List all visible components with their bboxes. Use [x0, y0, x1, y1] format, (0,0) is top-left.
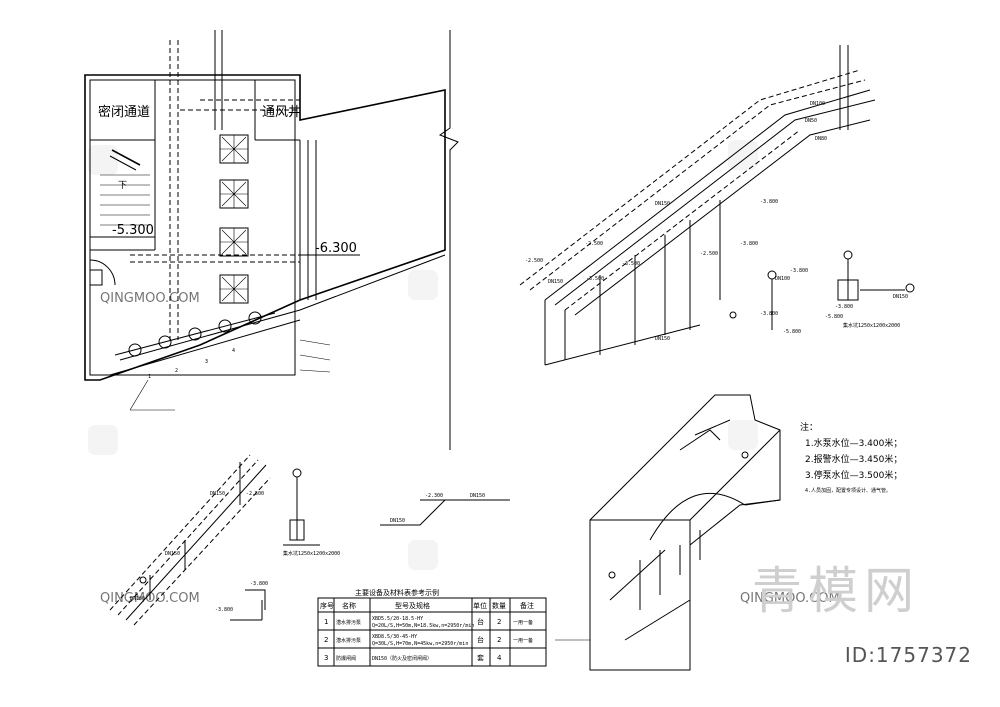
iso-upper-label-7: DN100	[775, 276, 790, 282]
table-row-2-spec2: Q=30L/S,H=70m,N=45kw,n=2950r/min	[372, 641, 468, 647]
table-row-2-qty: 2	[497, 636, 501, 644]
table-title: 主要设备及材料表参考示例	[355, 588, 439, 597]
table-row-1-spec2: Q=20L/S,H=50m,N=18.5kw,n=2950r/min	[372, 623, 474, 629]
plan-mark-2: 2	[175, 368, 178, 374]
iso-upper-elev-10: -3.800	[760, 311, 778, 317]
iso-upper-label-5: DN150	[655, 201, 670, 207]
iso-ll-label-1: DN150	[165, 551, 180, 557]
iso-upper-label-8: DN150	[893, 294, 908, 300]
design-notes: 注： 1.水泵水位—3.400米； 2.报警水位—3.450米； 3.停泵水位—…	[800, 421, 902, 494]
watermark-layer: QINGMOO.COM QINGMOO.COM QINGMOO.COM	[88, 140, 840, 606]
iso-ll-elev-3: -3.800	[215, 607, 233, 613]
th-qty: 数量	[492, 601, 506, 610]
plan-mark-3: 3	[205, 359, 208, 365]
watermark-brand: 青模网	[752, 562, 920, 620]
isometric-upper: DN150 DN100 DN50 DN80 DN150 DN150 DN100 …	[519, 45, 915, 366]
room-label-vent-shaft: 通风井	[262, 105, 301, 120]
th-spec: 型号及规格	[395, 601, 430, 610]
iso-mid-label-1: DN150	[390, 518, 405, 524]
table-row-1-remark: 一用一备	[513, 619, 533, 626]
sump-pit-isometric	[555, 394, 781, 671]
table-row-3-unit: 套	[477, 653, 484, 662]
iso-upper-elev-3: -2.500	[525, 258, 543, 264]
elevation-right: -6.300	[315, 241, 357, 256]
elevation-left: -5.300	[112, 223, 154, 238]
table-row-2-no: 2	[324, 636, 328, 644]
pump-detail-icon	[729, 250, 915, 330]
note-item-2: 2.报警水位—3.450米；	[805, 453, 902, 465]
table-row-1-name: 潜水排污泵	[336, 619, 361, 626]
iso-upper-elev-9: -3.800	[835, 304, 853, 310]
note-item-1: 1.水泵水位—3.400米；	[805, 437, 902, 449]
iso-upper-elev-6: -2.500	[700, 251, 718, 257]
iso-upper-elev-4: -3.500	[586, 276, 604, 282]
iso-ll-pump-note: 集水坑1250x1200x2000	[283, 550, 340, 557]
table-row-2-spec1: XBD8.5/30-45-HY	[372, 634, 417, 640]
table-row-3-no: 3	[324, 654, 328, 662]
iso-upper-label-1: DN150	[548, 279, 563, 285]
stair-label: 下	[118, 181, 127, 191]
table-row-3-name: 防爆闸阀	[336, 655, 356, 662]
plan-mark-4: 4	[232, 348, 235, 354]
table-row-3-qty: 4	[497, 654, 502, 662]
iso-upper-pump-note: 集水坑1250x1200x2000	[843, 322, 900, 329]
note-item-4: 4.人员加固，配置专项设计、通气管。	[805, 487, 891, 494]
th-remark: 备注	[520, 601, 534, 610]
plan-view: 密闭通道 通风井 下 -5.300 -6.300 1 2 3 4	[84, 30, 459, 450]
iso-ll-elev-1: -2.500	[246, 491, 264, 497]
iso-upper-elev-1: -3.800	[760, 199, 778, 205]
isometric-middle: -2.300 DN150 DN150	[380, 493, 510, 526]
iso-upper-label-2: DN100	[810, 101, 825, 107]
th-name: 名称	[342, 601, 356, 610]
iso-upper-elev-8: -3.800	[790, 268, 808, 274]
room-label-airlock: 密闭通道	[98, 104, 150, 120]
isometric-lower-left: DN150 DN100 DN150 -2.500 -3.800 -3.800 集…	[109, 454, 340, 626]
table-row-2-unit: 台	[477, 635, 484, 644]
watermark-site-1: QINGMOO.COM	[100, 291, 200, 306]
notes-title: 注：	[800, 421, 818, 433]
pump-detail-icon	[139, 468, 320, 584]
iso-upper-elev-12: -5.800	[825, 314, 843, 320]
watermark-logo-icon	[88, 140, 758, 570]
iso-ll-elev-2: -3.800	[250, 581, 268, 587]
table-row-1-spec1: XBD5.5/20-18.5-HY	[372, 616, 423, 622]
pump-symbol-icon	[219, 134, 249, 304]
iso-upper-label-3: DN50	[805, 118, 817, 124]
th-unit: 单位	[473, 601, 487, 610]
table-row-2-name: 潜水排污泵	[336, 637, 361, 644]
table-row-2-remark: 一用一备	[513, 637, 533, 644]
iso-upper-elev-2: -3.800	[740, 241, 758, 247]
watermark-id: ID:1757372	[844, 643, 972, 667]
iso-upper-label-6: DN150	[655, 336, 670, 342]
equipment-table: 主要设备及材料表参考示例 序号 名称 型号及规格 单位 数量 备注 1 潜水排污…	[317, 588, 547, 667]
iso-upper-elev-7: -2.500	[585, 241, 603, 247]
watermark-site-3: QINGMOO.COM	[740, 591, 840, 606]
iso-mid-elev: -2.300	[425, 493, 443, 499]
table-row-3-spec1: DN150（防火及密闭闸阀）	[372, 655, 432, 662]
table-row-1-no: 1	[324, 618, 328, 626]
iso-ll-label-3: DN150	[210, 491, 225, 497]
iso-upper-elev-5: -3.500	[622, 261, 640, 267]
th-no: 序号	[320, 601, 334, 610]
plan-mark-1: 1	[148, 374, 151, 380]
note-item-3: 3.停泵水位—3.500米；	[805, 469, 902, 481]
iso-mid-label-2: DN150	[470, 493, 485, 499]
table-row-1-unit: 台	[477, 617, 484, 626]
valve-row-icon	[114, 311, 276, 357]
iso-ll-label-2: DN100	[130, 596, 145, 602]
table-row-1-qty: 2	[497, 618, 501, 626]
iso-upper-elev-11: -5.800	[783, 329, 801, 335]
iso-upper-label-4: DN80	[815, 136, 827, 142]
